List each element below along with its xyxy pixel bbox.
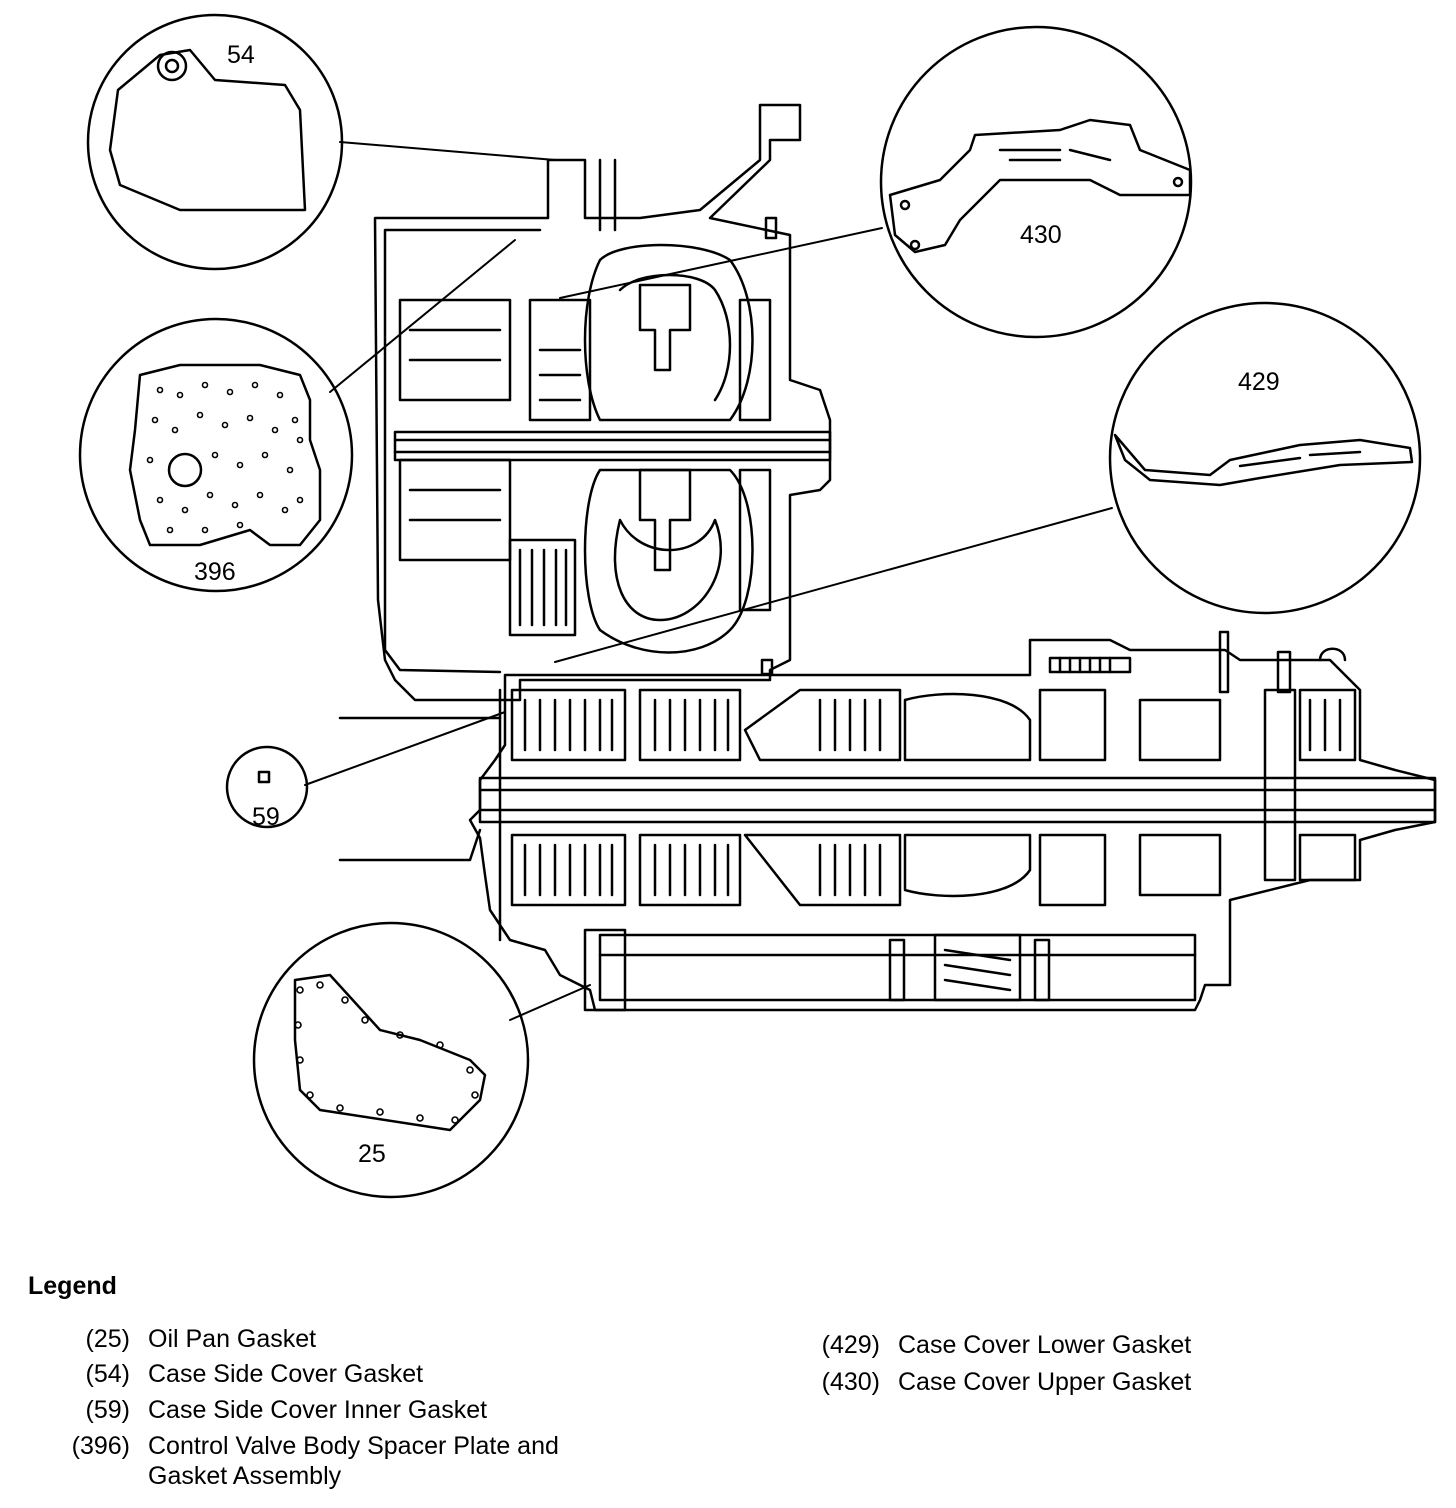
legend-code: (59) <box>85 1396 130 1424</box>
callout-59 <box>225 745 309 829</box>
callout-label-54: 54 <box>227 41 255 69</box>
callout-label-396: 396 <box>194 558 236 586</box>
legend-title: Legend <box>28 1272 117 1300</box>
legend-code: (25) <box>85 1325 130 1353</box>
legend: Legend (25) Oil Pan Gasket (54) Case Sid… <box>0 1262 1456 1508</box>
legend-desc: Case Cover Upper Gasket <box>898 1368 1192 1396</box>
leader-lines <box>304 141 1113 1021</box>
legend-desc: Case Side Cover Inner Gasket <box>148 1396 488 1424</box>
callout-label-25: 25 <box>358 1140 386 1168</box>
callout-label-430: 430 <box>1020 221 1062 249</box>
callout-430 <box>879 25 1193 339</box>
legend-code: (430) <box>821 1368 880 1396</box>
transmission-gasket-diagram: 54 430 429 396 59 25 <box>78 13 1437 1199</box>
legend-code: (429) <box>821 1331 880 1359</box>
legend-desc-continued: Gasket Assembly <box>148 1462 342 1490</box>
legend-code: (54) <box>85 1360 130 1388</box>
legend-desc: Case Side Cover Gasket <box>148 1360 424 1388</box>
callout-label-429: 429 <box>1238 368 1280 396</box>
callout-396 <box>78 317 354 593</box>
legend-desc: Oil Pan Gasket <box>148 1325 317 1353</box>
legend-code: (396) <box>71 1432 130 1460</box>
callout-54 <box>86 13 344 271</box>
legend-desc: Control Valve Body Spacer Plate and <box>148 1432 559 1460</box>
callout-429 <box>1108 301 1422 615</box>
callout-25 <box>252 921 530 1199</box>
transmission-case <box>338 103 1437 1012</box>
callout-label-59: 59 <box>252 803 280 831</box>
legend-desc: Case Cover Lower Gasket <box>898 1331 1192 1359</box>
